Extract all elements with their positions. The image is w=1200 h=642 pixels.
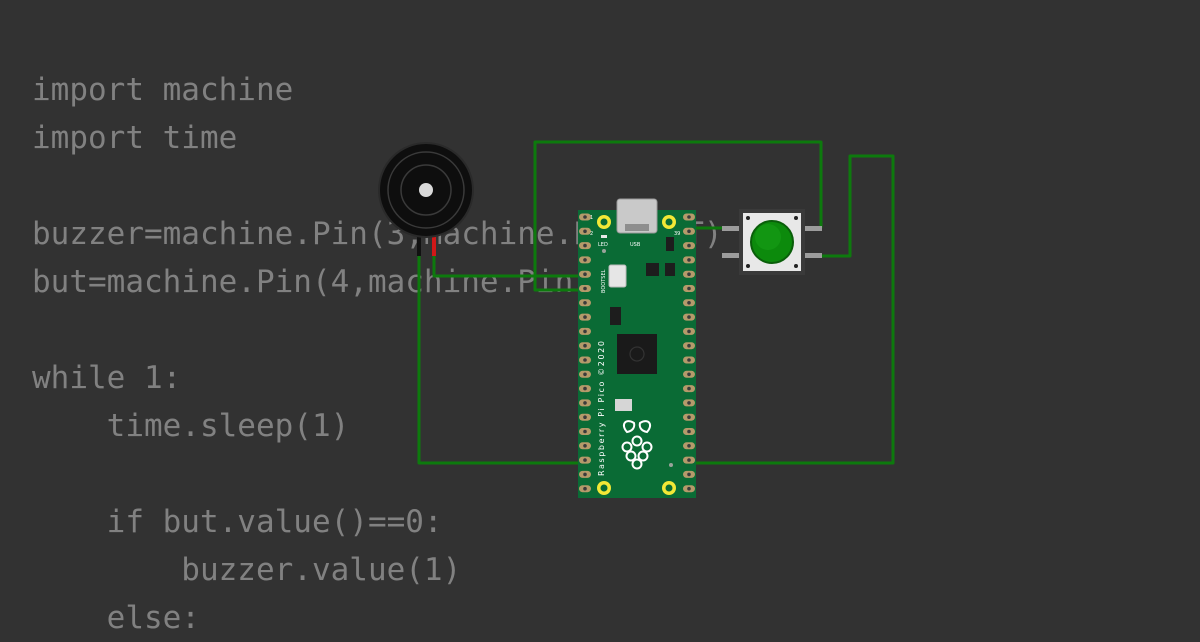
led-indicator (601, 235, 607, 238)
code-line: buzzer.value(1) (32, 552, 462, 588)
right-pin-column (683, 213, 695, 493)
rp2040-logo-icon (629, 346, 645, 362)
pin1-label: 1 (590, 215, 593, 221)
header-pin-hole (583, 243, 587, 248)
header-pin-hole (687, 486, 691, 491)
wire-buzzer-ground[interactable] (417, 255, 583, 465)
usb-opening (625, 224, 649, 231)
left-pin-column (579, 213, 591, 493)
header-pin-hole (687, 315, 691, 319)
header-pin-hole (583, 429, 587, 434)
buzzer-ring-outer (387, 151, 465, 229)
header-pin-hole (583, 372, 587, 377)
button-cap-highlight (755, 224, 781, 250)
header-pin-hole (687, 272, 691, 277)
header-pin-hole (687, 258, 691, 262)
chip-small-3 (665, 263, 675, 276)
code-line: while 1: (32, 360, 182, 396)
rp2040-chip (617, 334, 657, 374)
header-pin-hole (583, 272, 587, 277)
usb-label: USB (630, 242, 641, 248)
code-line: but=machine.Pin(4,machine.Pin.IN) (32, 264, 648, 300)
header-pin-hole (687, 329, 691, 334)
small-dot (602, 249, 606, 253)
header-pin-hole (583, 458, 587, 462)
header-pin-hole (583, 343, 587, 348)
pin39-label: 39 (674, 231, 680, 237)
header-pin-hole (583, 444, 587, 448)
header-pin-hole (583, 472, 587, 477)
header-pin-hole (687, 229, 691, 234)
header-pin-hole (687, 372, 691, 377)
header-pin-hole (687, 358, 691, 362)
header-pin-hole (583, 329, 587, 334)
button-screw-bl (746, 264, 750, 268)
buzzer-icon[interactable] (378, 142, 474, 256)
flash-chip (615, 399, 632, 411)
header-pin-hole (687, 343, 691, 348)
button-leg-bottom-right (802, 253, 822, 258)
header-pin-hole (687, 215, 691, 219)
header-pin-hole (687, 444, 691, 448)
button-screw-tr (794, 216, 798, 220)
mount-hole-top-left-inner (600, 218, 608, 226)
mount-hole-bottom-left-inner (600, 484, 608, 492)
header-pin-hole (583, 386, 587, 391)
header-pin-hole (687, 286, 691, 291)
wire-buzzer-signal[interactable] (432, 255, 583, 278)
raspberry-pi-logo-icon (621, 420, 653, 470)
header-pin-hole (583, 215, 587, 219)
wire-button-right[interactable] (690, 154, 895, 465)
header-pin-hole (687, 415, 691, 420)
board-name-label: Raspberry Pi Pico ©2020 (597, 339, 606, 476)
pico-board[interactable]: 1 2 39 LED USB BOOTSEL Raspberry Pi Pico… (578, 198, 696, 498)
button-leg-top-right (802, 226, 822, 231)
header-pin-hole (687, 472, 691, 477)
buzzer-center (419, 183, 433, 197)
chip-small-1 (666, 237, 674, 251)
mount-hole-top-right-inner (665, 218, 673, 226)
code-line: if but.value()==0: (32, 504, 443, 540)
button-leg-top-left (722, 226, 742, 231)
mount-hole-bottom-right-inner (665, 484, 673, 492)
header-pin-hole (583, 229, 587, 234)
pushbutton-icon[interactable] (722, 209, 822, 275)
header-pin-hole (583, 486, 587, 491)
header-pin-hole (687, 301, 691, 305)
bootsel-button[interactable] (608, 264, 627, 288)
buzzer-lead-red (432, 232, 436, 256)
header-pin-hole (687, 243, 691, 248)
test-point (669, 463, 673, 467)
header-pin-hole (583, 315, 587, 319)
header-pin-hole (687, 429, 691, 434)
buzzer-lead-black (417, 232, 421, 256)
button-screw-br (794, 264, 798, 268)
buzzer-ring-inner (400, 164, 452, 216)
header-pin-hole (583, 401, 587, 405)
header-pin-hole (583, 415, 587, 420)
led-label: LED (598, 242, 608, 248)
pin2-label: 2 (590, 231, 593, 237)
bootsel-label: BOOTSEL (601, 269, 607, 293)
code-line: import machine (32, 72, 294, 108)
header-pin-hole (687, 401, 691, 405)
chip-small-2 (646, 263, 659, 276)
header-pin-hole (583, 286, 587, 291)
wire-button-top[interactable] (533, 140, 823, 292)
header-pin-hole (687, 386, 691, 391)
header-pin-hole (687, 458, 691, 462)
header-pin-hole (583, 301, 587, 305)
header-pin-hole (583, 258, 587, 262)
header-pin-hole (583, 358, 587, 362)
chip-small-4 (610, 307, 621, 325)
code-line: import time (32, 120, 238, 156)
button-screw-tl (746, 216, 750, 220)
button-leg-bottom-left (722, 253, 742, 258)
code-line: time.sleep(1) (32, 408, 350, 444)
